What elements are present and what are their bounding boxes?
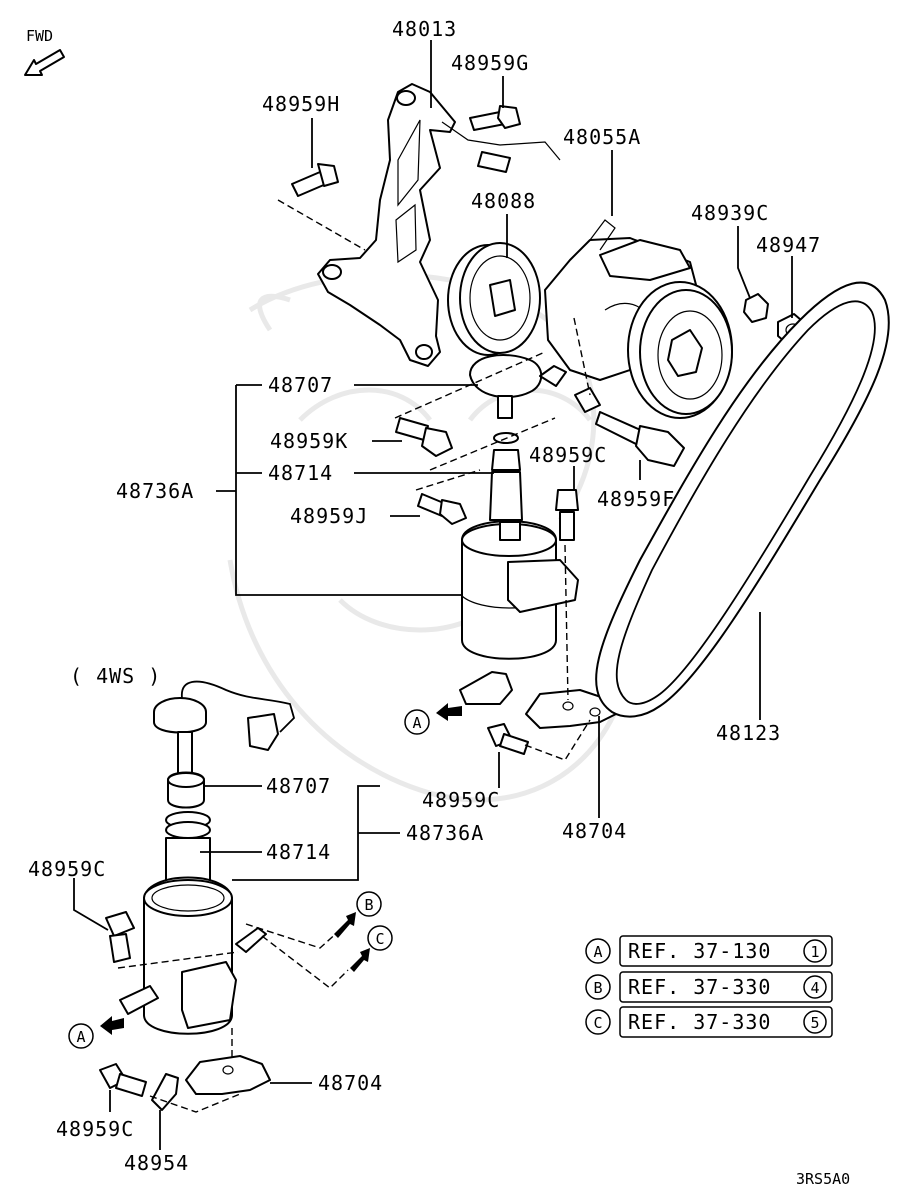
bracket-48704-bottom (185, 1055, 271, 1095)
reference-number: 1 (810, 943, 819, 961)
part-labels: 48013 48959G 48959H 48055A 48088 48939C … (28, 17, 821, 1175)
bolt-48959C-mid (487, 723, 529, 755)
bolt-48959C-top (555, 489, 579, 541)
arrow-a-bottom-icon (100, 1016, 124, 1035)
label-48959C-left: 48959C (28, 857, 106, 881)
reference-letter: B (593, 979, 602, 997)
hose-connector-4ws (153, 680, 296, 775)
reference-table: A REF. 37-130 1 B REF. 37-330 4 C REF. 3… (585, 935, 833, 1038)
label-48714-top: 48714 (268, 461, 333, 485)
cap-48707-bottom (167, 771, 205, 809)
fwd-arrow-icon (24, 49, 65, 76)
label-48947: 48947 (756, 233, 821, 257)
bolt-48959H (291, 163, 339, 197)
marker-c: C (350, 925, 393, 972)
reference-text: REF. 37-330 (628, 975, 771, 999)
bolt-48959C-left (105, 911, 135, 963)
marker-a-bottom-label: A (76, 1028, 85, 1046)
marker-a-top: A (404, 703, 462, 735)
reference-row: B REF. 37-330 4 (585, 971, 833, 1003)
label-48013: 48013 (392, 17, 457, 41)
reference-row: C REF. 37-330 5 (585, 1006, 833, 1038)
label-48704-top: 48704 (562, 819, 627, 843)
label-48707-top: 48707 (268, 373, 333, 397)
bolt-48959G (469, 105, 521, 131)
bottom-guide-lines (117, 923, 349, 1113)
label-48959C-mid: 48959C (422, 788, 500, 812)
label-48704-bottom: 48704 (318, 1071, 383, 1095)
label-48736A-bottom: 48736A (406, 821, 484, 845)
reference-number: 4 (810, 979, 819, 997)
reference-text: REF. 37-130 (628, 939, 771, 963)
arrow-b-icon (334, 912, 356, 938)
reference-letter: C (593, 1014, 602, 1032)
reference-row: A REF. 37-130 1 (585, 935, 833, 967)
pulley-48088 (447, 242, 541, 356)
marker-a-top-label: A (412, 714, 421, 732)
diagram-code: 3RS5A0 (796, 1170, 850, 1187)
reference-number: 5 (810, 1014, 819, 1032)
cap-48707-top (469, 354, 567, 419)
belt-48123 (595, 281, 890, 718)
label-48959G: 48959G (451, 51, 529, 75)
label-48959J: 48959J (290, 504, 368, 528)
filter-48714-bottom (165, 811, 211, 881)
label-48959C-bottom: 48959C (56, 1117, 134, 1141)
bolt-48959C-bottom (99, 1063, 147, 1097)
bolt-48959J (417, 493, 467, 525)
reservoir-tank-top (459, 520, 579, 705)
label-48959H: 48959H (262, 92, 340, 116)
label-48055A: 48055A (563, 125, 641, 149)
leader-lines (73, 40, 793, 1150)
label-48736A-top: 48736A (116, 479, 194, 503)
label-48714-bottom: 48714 (266, 840, 331, 864)
variant-label: ( 4WS ) (70, 664, 161, 688)
bolt-48959K (395, 417, 453, 457)
fwd-indicator: FWD (24, 27, 65, 76)
bolt-48959F (595, 411, 685, 467)
arrow-a-top-icon (436, 703, 462, 721)
marker-b-label: B (364, 896, 373, 914)
nut-48939C (743, 293, 769, 323)
label-48954: 48954 (124, 1151, 189, 1175)
fwd-label: FWD (26, 27, 53, 45)
filter-48714-top (489, 432, 523, 521)
label-48088: 48088 (471, 189, 536, 213)
label-48959C-top: 48959C (529, 443, 607, 467)
reservoir-tank-bottom (119, 876, 267, 1035)
pump-48055A (544, 219, 733, 419)
top-guide-lines (277, 199, 591, 761)
label-48123: 48123 (716, 721, 781, 745)
label-48959F: 48959F (597, 487, 675, 511)
marker-c-label: C (375, 930, 384, 948)
bracket-48013 (317, 83, 561, 367)
arrow-c-icon (350, 948, 370, 972)
reference-text: REF. 37-330 (628, 1010, 771, 1034)
marker-b: B (334, 891, 382, 938)
label-48959K: 48959K (270, 429, 348, 453)
reference-letter: A (593, 943, 602, 961)
stud-bolt (477, 151, 511, 173)
label-48707-bottom: 48707 (266, 774, 331, 798)
clip-48954 (151, 1073, 179, 1111)
label-48939C: 48939C (691, 201, 769, 225)
marker-a-bottom: A (68, 1016, 124, 1049)
